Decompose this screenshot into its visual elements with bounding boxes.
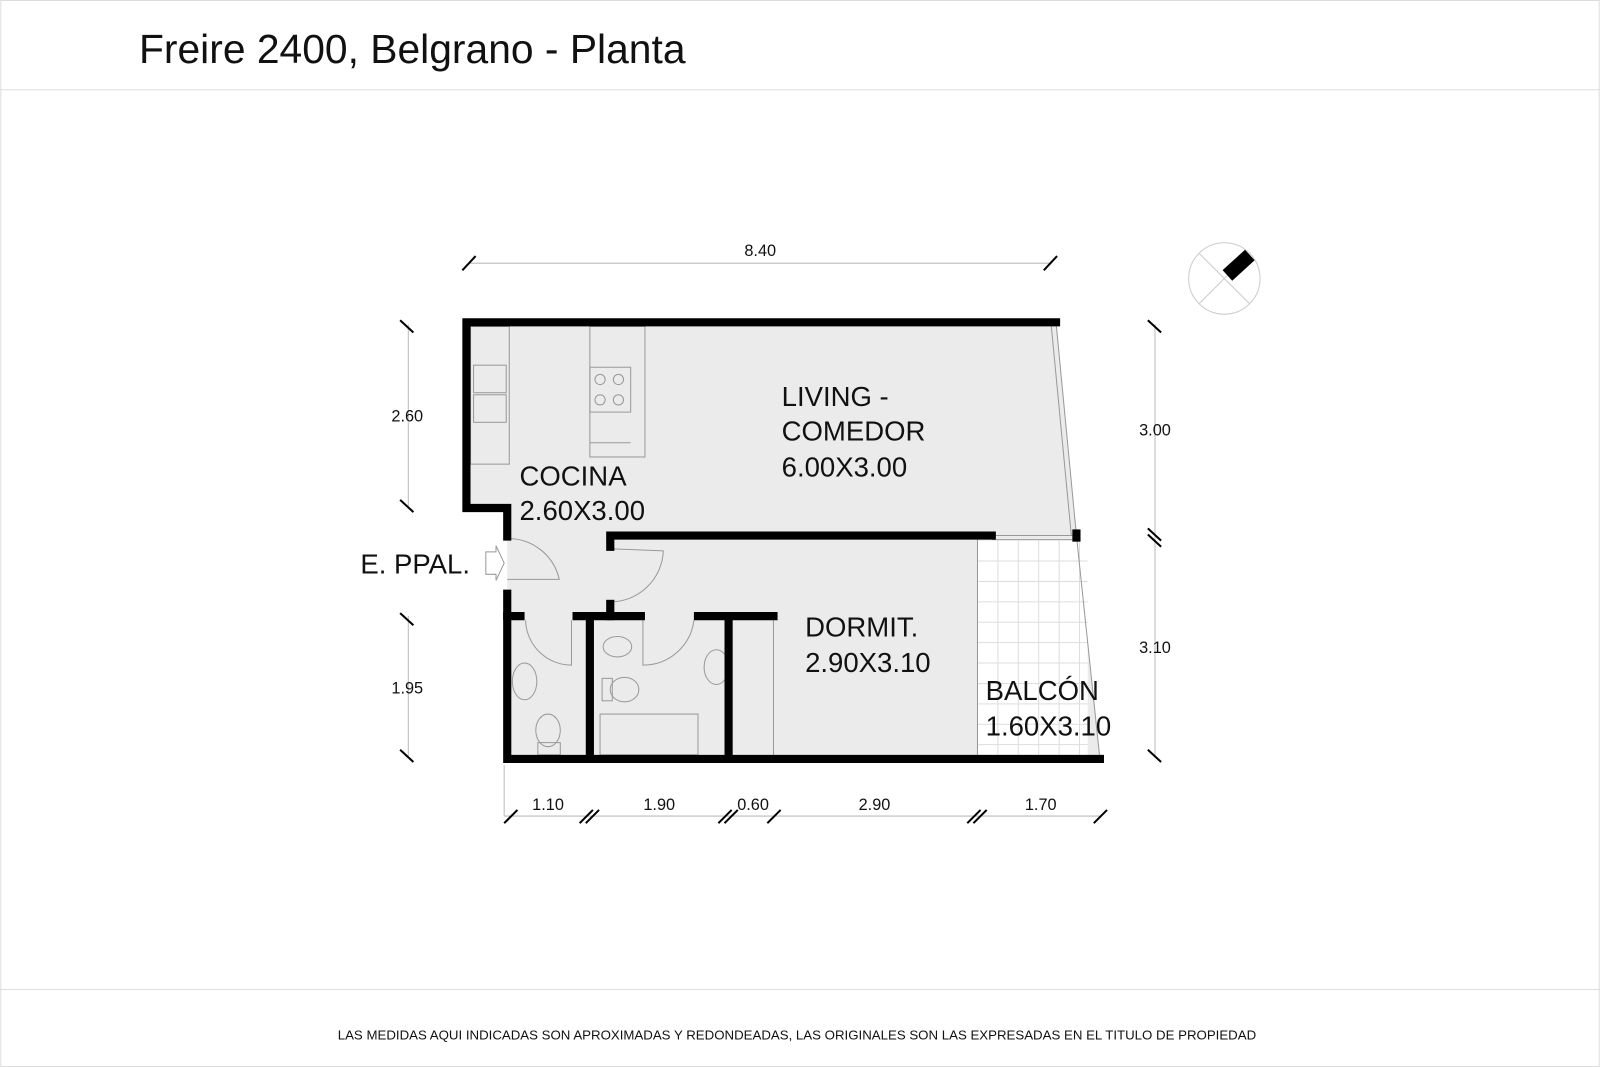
room-living: LIVING - COMEDOR 6.00X3.00 bbox=[782, 381, 926, 482]
svg-text:COCINA: COCINA bbox=[519, 461, 627, 492]
bidet-icon bbox=[602, 636, 633, 658]
svg-text:COMEDOR: COMEDOR bbox=[782, 416, 926, 447]
room-cocina: COCINA 2.60X3.00 bbox=[519, 461, 645, 527]
svg-text:DORMIT.: DORMIT. bbox=[805, 612, 918, 643]
entrance-arrow-icon bbox=[485, 545, 505, 581]
entrance-label: E. PPAL. bbox=[360, 548, 470, 579]
doors bbox=[507, 322, 1101, 759]
svg-text:6.00X3.00: 6.00X3.00 bbox=[782, 451, 908, 482]
room-balcon: BALCÓN 1.60X3.10 bbox=[986, 675, 1112, 742]
svg-text:2.90X3.10: 2.90X3.10 bbox=[805, 647, 931, 678]
walls bbox=[462, 318, 1104, 764]
svg-text:1.95: 1.95 bbox=[391, 680, 423, 698]
stove-icon bbox=[589, 366, 632, 413]
svg-text:0.60: 0.60 bbox=[737, 796, 769, 814]
toilet-icon bbox=[609, 676, 640, 703]
svg-text:1.60X3.10: 1.60X3.10 bbox=[986, 710, 1112, 741]
dimension-lines bbox=[399, 255, 1162, 824]
svg-text:LIVING -: LIVING - bbox=[782, 381, 889, 412]
svg-text:BALCÓN: BALCÓN bbox=[986, 675, 1099, 706]
svg-text:2.90: 2.90 bbox=[859, 796, 891, 814]
svg-text:2.60X3.00: 2.60X3.00 bbox=[519, 495, 645, 526]
north-compass-icon bbox=[1188, 242, 1261, 315]
balcony-tiles bbox=[977, 540, 1088, 755]
sink-icon bbox=[473, 364, 507, 394]
disclaimer: LAS MEDIDAS AQUI INDICADAS SON APROXIMAD… bbox=[338, 1027, 1256, 1042]
svg-text:1.10: 1.10 bbox=[532, 796, 564, 814]
toilet-icon bbox=[535, 713, 561, 748]
svg-text:1.70: 1.70 bbox=[1025, 796, 1057, 814]
page-title: Freire 2400, Belgrano - Planta bbox=[139, 26, 686, 72]
svg-text:3.00: 3.00 bbox=[1139, 422, 1171, 440]
svg-text:8.40: 8.40 bbox=[744, 242, 776, 260]
room-dormitorio: DORMIT. 2.90X3.10 bbox=[805, 612, 931, 679]
svg-text:1.90: 1.90 bbox=[643, 796, 675, 814]
svg-text:2.60: 2.60 bbox=[391, 407, 423, 425]
dimension-labels: 8.40 2.60 1.95 3.00 3.10 1.10 1.90 0.60 … bbox=[391, 242, 1170, 814]
washbasin-icon bbox=[511, 662, 538, 701]
main-door bbox=[507, 538, 560, 580]
floor-area bbox=[466, 322, 1100, 759]
svg-text:3.10: 3.10 bbox=[1139, 639, 1171, 657]
